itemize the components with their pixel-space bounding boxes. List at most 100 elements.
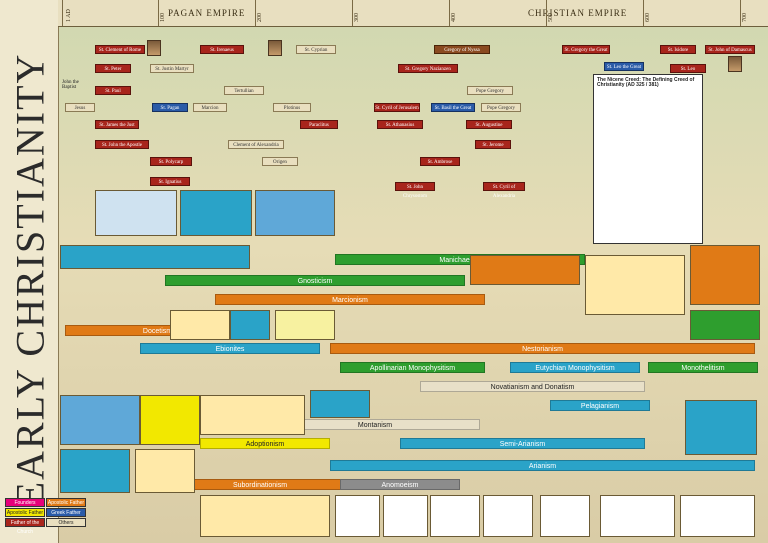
heresy-pelagianism: Pelagianism — [550, 400, 650, 411]
person-john-of-damascus: St. John of Damascus — [705, 45, 755, 54]
person-plotinus: Plotinus — [273, 103, 311, 112]
info-box — [383, 495, 428, 537]
person-irenaeus: St. Irenaeus — [200, 45, 244, 54]
person-john-the-apostle: St. John the Apostle — [95, 140, 149, 149]
info-box — [430, 495, 480, 537]
info-box — [200, 395, 305, 435]
person-cyprian: St. Cyprian — [296, 45, 336, 54]
heresy-arianism: Arianism — [330, 460, 755, 471]
person-gregory-the-great: St. Gregory the Great — [562, 45, 610, 54]
person-gregory-nazianzen: St. Gregory Nazianzen — [398, 64, 458, 73]
info-box — [200, 495, 330, 537]
heresy-apollinarian-monophysitism: Apollinarian Monophysitism — [340, 362, 485, 373]
year-timeline: PAGAN EMPIRE CHRISTIAN EMPIRE — [58, 0, 768, 27]
year-label: 700 — [742, 13, 748, 22]
year-tick — [546, 0, 547, 26]
year-label: 100 — [160, 13, 166, 22]
page-title: EARLY CHRISTIANITY — [7, 52, 53, 507]
person-pope-gregory-2: Pope Gregory — [481, 103, 521, 112]
portrait-image — [147, 40, 161, 56]
person-pagan: St. Pagan — [152, 103, 188, 112]
heresy-nestorianism: Nestorianism — [330, 343, 755, 354]
person-jerome: St. Jerome — [475, 140, 511, 149]
person-tertullian: Tertullian — [224, 86, 264, 95]
person-john-the-baptist: John the Baptist — [62, 80, 79, 90]
heresy-manichaeism: Manichaeism — [335, 254, 585, 265]
person-cyril-of-jerusalem: St. Cyril of Jerusalem — [374, 103, 420, 112]
info-box — [540, 495, 590, 537]
info-box — [690, 245, 760, 305]
info-box — [60, 395, 140, 445]
year-tick — [740, 0, 741, 26]
year-label: 400 — [451, 13, 457, 22]
info-box — [60, 245, 250, 269]
person-leo: St. Leo — [670, 64, 706, 73]
info-box — [483, 495, 533, 537]
info-box — [310, 390, 370, 418]
legend-apostolic-father: Apostolic Father — [46, 498, 86, 507]
info-box — [135, 449, 195, 493]
legend-father-of-church: Father of the Church — [5, 518, 45, 535]
info-box — [585, 255, 685, 315]
heresy-marcionism: Marcionism — [215, 294, 485, 305]
person-ambrose: St. Ambrose — [420, 157, 460, 166]
person-polycarp: St. Polycarp — [150, 157, 192, 166]
person-peter: St. Peter — [95, 64, 131, 73]
heresy-adoptionism: Adoptionism — [200, 438, 330, 449]
person-leo-the-great: St. Leo the Great — [604, 62, 644, 71]
person-pope-gregory: Pope Gregory — [467, 86, 513, 95]
year-tick — [449, 0, 450, 26]
info-box — [690, 310, 760, 340]
era-christian-empire: CHRISTIAN EMPIRE — [528, 8, 628, 18]
creed-panel: The Nicene Creed: The Defining Creed of … — [593, 74, 703, 244]
info-box — [685, 400, 757, 455]
year-tick — [158, 0, 159, 26]
creed-title: The Nicene Creed: The Defining Creed of … — [597, 77, 695, 88]
year-tick — [62, 0, 63, 26]
person-basil-the-great: St. Basil the Great — [431, 103, 475, 112]
person-john-chrysostom: St. John Chrysostom — [395, 182, 435, 199]
legend-others: Others — [46, 518, 86, 527]
year-label: 600 — [645, 13, 651, 22]
info-box — [275, 310, 335, 340]
person-james-the-just: St. James the Just — [95, 120, 139, 129]
title-column: EARLY CHRISTIANITY — [0, 0, 59, 543]
legend-founders: Founders — [5, 498, 45, 507]
info-box — [180, 190, 252, 236]
heresy-novatianism-donatism: Novatianism and Donatism — [420, 381, 645, 392]
year-label: 1 AD — [66, 9, 72, 22]
person-justin-martyr: St. Justin Martyr — [150, 64, 194, 73]
person-cyril-of-alexandria: St. Cyril of Alexandria — [483, 182, 525, 199]
year-tick — [255, 0, 256, 26]
era-pagan-empire: PAGAN EMPIRE — [168, 8, 246, 18]
portrait-image — [268, 40, 282, 56]
info-box — [140, 395, 200, 445]
heresy-anomoeism: Anomoeism — [340, 479, 460, 490]
heresy-ebionites: Ebionites — [140, 343, 320, 354]
heresy-semi-arianism: Semi-Arianism — [400, 438, 645, 449]
heresy-gnosticism: Gnosticism — [165, 275, 465, 286]
info-box — [335, 495, 380, 537]
year-label: 500 — [548, 13, 554, 22]
year-tick — [643, 0, 644, 26]
heresy-eutychian-monophysitism: Eutychian Monophysitism — [510, 362, 640, 373]
person-jesus: Jesus — [65, 103, 95, 112]
person-clement-of-alexandria: Clement of Alexandria — [228, 140, 284, 149]
year-tick — [352, 0, 353, 26]
info-box — [255, 190, 335, 236]
person-origen: Origen — [262, 157, 298, 166]
info-box — [170, 310, 230, 340]
person-isidore: St. Isidore — [660, 45, 696, 54]
person-athanasius: St. Athanasius — [377, 120, 423, 129]
heresy-monothelitism: Monothelitism — [648, 362, 758, 373]
info-box — [680, 495, 755, 537]
legend-greek-father: Greek Father — [46, 508, 86, 517]
person-paul: St. Paul — [95, 86, 131, 95]
portrait-image — [728, 56, 742, 72]
person-marcion: Marcion — [193, 103, 227, 112]
legend-apostolic-father-2: Apostolic Father — [5, 508, 45, 517]
person-ignatius: St. Ignatius — [150, 177, 190, 186]
info-box — [470, 255, 580, 285]
info-box — [230, 310, 270, 340]
info-box — [60, 449, 130, 493]
